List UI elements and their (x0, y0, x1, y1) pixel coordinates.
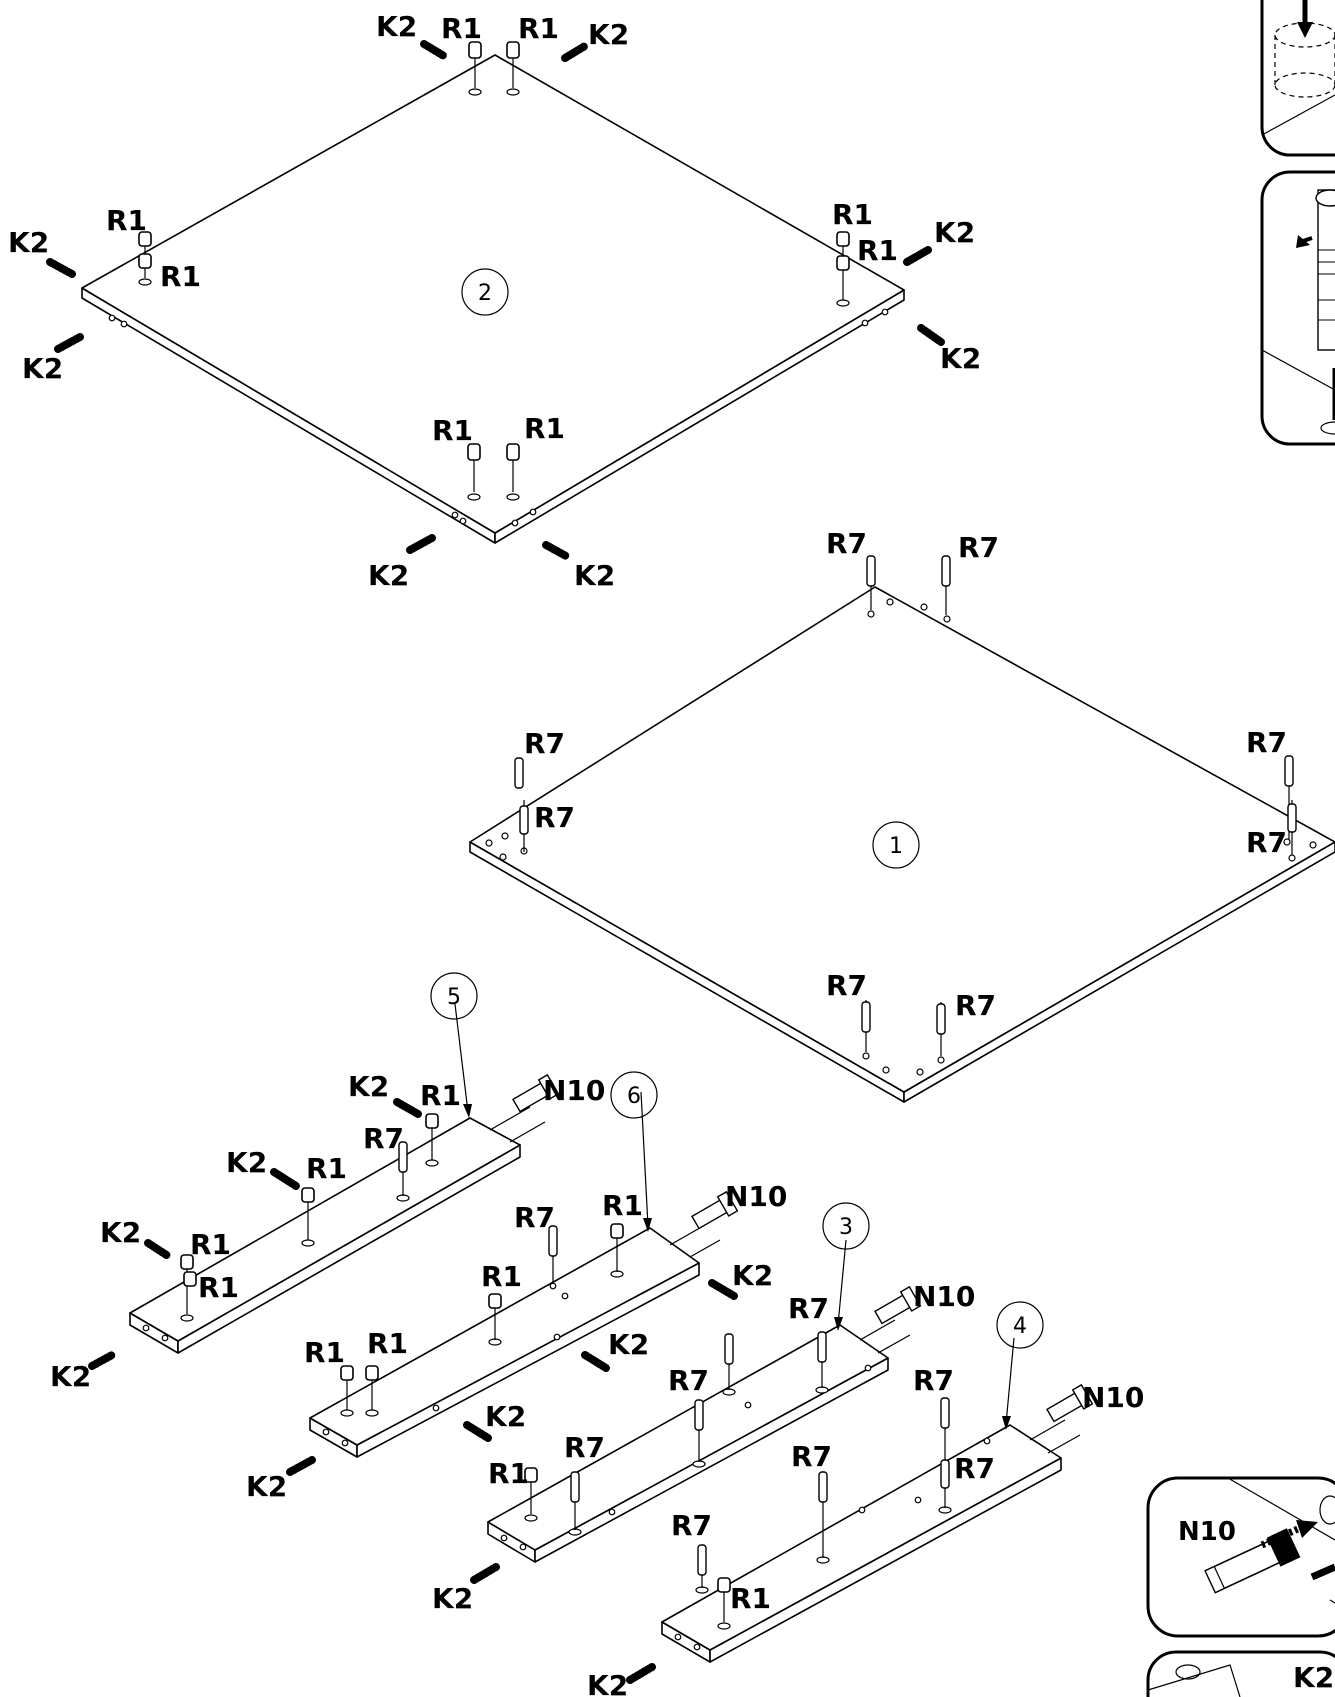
label-k2: K2 (432, 1582, 473, 1615)
label-r1: R1 (441, 12, 482, 45)
label-k2: K2 (226, 1146, 267, 1179)
label-r1: R1 (730, 1582, 771, 1615)
label-r7: R7 (954, 1452, 995, 1485)
label-r7: R7 (668, 1364, 709, 1397)
label-k2: K2 (732, 1259, 773, 1292)
label-r7: R7 (564, 1431, 605, 1464)
label-r1: R1 (420, 1079, 461, 1112)
label-k2: K2 (348, 1070, 389, 1103)
panel-2: 2 K2 R1 R1 K2 R1 R1 K2 K2 R1 (8, 10, 981, 592)
label-r7: R7 (958, 531, 999, 564)
label-k2: K2 (574, 559, 615, 592)
part-5-number: 5 (447, 985, 461, 1010)
label-r1: R1 (306, 1152, 347, 1185)
label-k2: K2 (608, 1328, 649, 1361)
label-r7: R7 (788, 1292, 829, 1325)
detail-frame-cam-insert (1260, 0, 1335, 157)
part-6-number: 6 (627, 1084, 641, 1109)
label-r7: R7 (913, 1364, 954, 1397)
label-n10: N10 (1082, 1381, 1144, 1414)
detail-k2-label: K2 (1293, 1661, 1334, 1694)
label-r1: R1 (367, 1327, 408, 1360)
label-r7: R7 (791, 1440, 832, 1473)
part-2-number: 2 (478, 281, 492, 306)
label-k2: K2 (246, 1470, 287, 1503)
label-r7: R7 (826, 969, 867, 1002)
label-r1: R1 (488, 1457, 529, 1490)
panel-1: 1 R7 R7 R7 R7 R7 R7 R7 R7 (469, 527, 1335, 1103)
detail-frame-k2: K2 (1146, 1650, 1335, 1697)
label-r7: R7 (826, 527, 867, 560)
label-r1: R1 (106, 204, 147, 237)
label-r7: R7 (1246, 826, 1287, 859)
label-r7: R7 (955, 989, 996, 1022)
detail-frame-cam-rotate (1260, 170, 1335, 446)
label-k2: K2 (934, 216, 975, 249)
label-r7: R7 (363, 1122, 404, 1155)
part-1-number: 1 (889, 834, 903, 859)
label-r7: R7 (1246, 726, 1287, 759)
detail-frame-n10: N10 (1146, 1476, 1335, 1638)
label-n10: N10 (725, 1180, 787, 1213)
cam-bolt (46, 40, 945, 560)
label-r1: R1 (857, 234, 898, 267)
label-r7: R7 (534, 801, 575, 834)
label-r1: R1 (432, 414, 473, 447)
label-k2: K2 (50, 1360, 91, 1393)
bar-3: 3 N10 R7 R7 R7 R1 K2 (432, 1202, 975, 1615)
label-k2: K2 (588, 18, 629, 51)
label-r7: R7 (671, 1509, 712, 1542)
label-n10: N10 (543, 1074, 605, 1107)
label-r7: R7 (524, 727, 565, 760)
label-k2: K2 (485, 1400, 526, 1433)
label-r1: R1 (524, 412, 565, 445)
label-r1: R1 (190, 1228, 231, 1261)
detail-n10-label: N10 (1178, 1517, 1236, 1547)
label-k2: K2 (22, 352, 63, 385)
label-k2: K2 (376, 10, 417, 43)
label-k2: K2 (368, 559, 409, 592)
label-r1: R1 (160, 260, 201, 293)
label-k2: K2 (940, 342, 981, 375)
label-r1: R1 (602, 1189, 643, 1222)
label-r1: R1 (481, 1260, 522, 1293)
label-k2: K2 (100, 1216, 141, 1249)
label-n10: N10 (913, 1280, 975, 1313)
part-3-number: 3 (839, 1215, 853, 1240)
label-r1: R1 (198, 1271, 239, 1304)
dowel-pin (514, 555, 1297, 1056)
bar-5: 5 N10 K2 R1 R7 K2 R1 K2 R1 R1 K2 (50, 972, 605, 1393)
label-r1: R1 (518, 12, 559, 45)
label-r1: R1 (832, 198, 873, 231)
bar-6: 6 N10 R7 R1 R1 K2 R1 R1 K2 K2 K2 (246, 1071, 787, 1503)
label-r7: R7 (514, 1201, 555, 1234)
label-k2: K2 (8, 226, 49, 259)
label-r1: R1 (304, 1336, 345, 1369)
bar-4: 4 N10 R7 R7 R7 R7 R1 K2 (587, 1301, 1144, 1697)
cam-lock (138, 41, 850, 492)
part-4-number: 4 (1013, 1314, 1027, 1339)
label-k2: K2 (587, 1669, 628, 1697)
